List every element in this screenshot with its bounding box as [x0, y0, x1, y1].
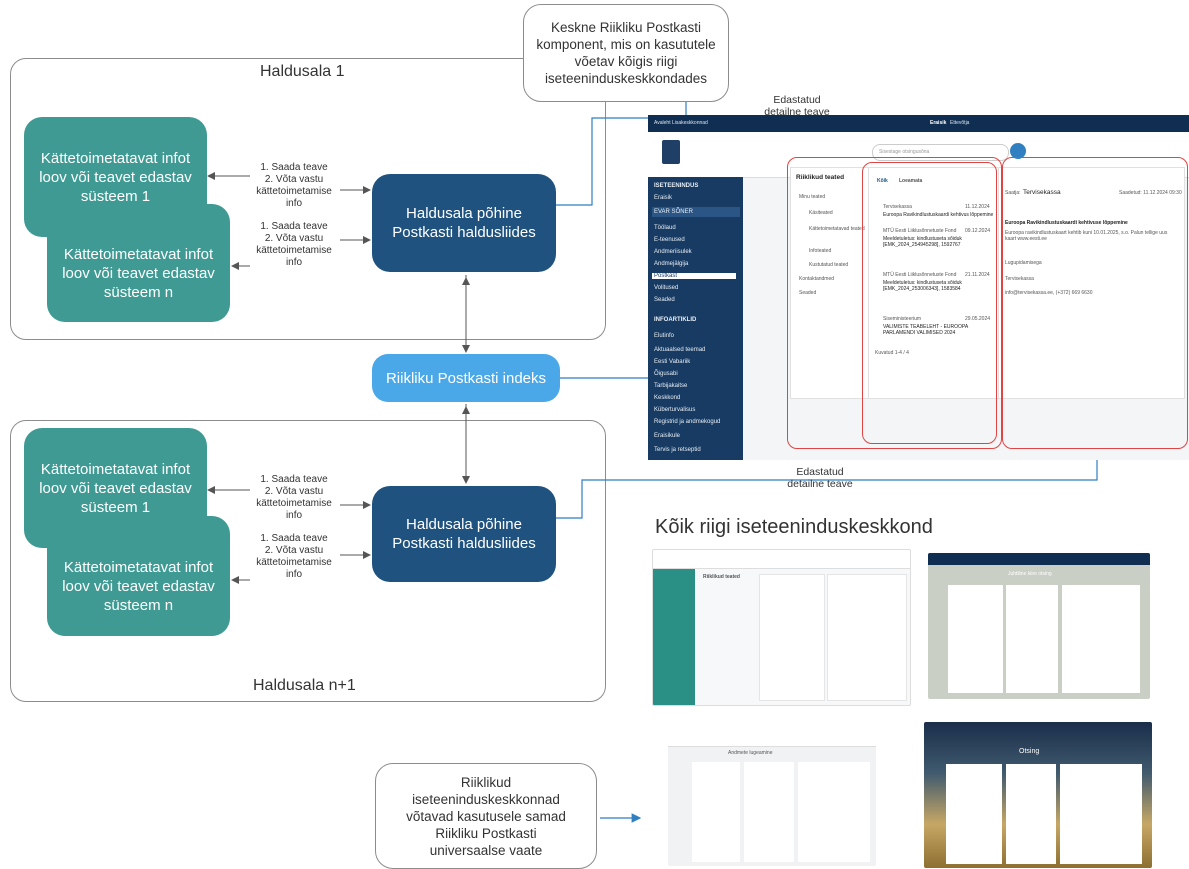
- central-component-text: Keskne Riikliku Postkasti komponent, mis…: [536, 20, 716, 86]
- sidebar-info-item[interactable]: Keskkond: [654, 395, 681, 401]
- sidebar-info-sub: Elutinfo: [654, 333, 675, 339]
- portal-detail-card: Saatja: Tervisekassa Saadetud: 11.12.202…: [998, 167, 1185, 399]
- detail-body: Euroopa ravikindlustuskaart kehtib kuni …: [1005, 230, 1168, 242]
- sidebar-user[interactable]: EVAR SÕNER: [652, 207, 740, 217]
- thumb-3-title: Andmete lugeamine: [728, 750, 773, 756]
- nav-item-kattetoimetatavad[interactable]: Kättetoimetatavad teated: [809, 226, 865, 232]
- portal-tab-eraisik[interactable]: Eraisik: [930, 120, 947, 126]
- sidebar-item-postkast[interactable]: Postkast: [652, 273, 736, 279]
- nav-item-minu-teated[interactable]: Minu teated: [799, 194, 826, 200]
- list-item-date: 29.05.2024: [965, 316, 991, 322]
- sidebar-info-item[interactable]: Tarbijakaitse: [654, 383, 688, 389]
- list-item-sender: MTÜ Eesti Liiklusõnnetuste Fond: [883, 272, 957, 278]
- universal-view-callout: Riiklikud iseteeninduskeskkonnad võtavad…: [375, 763, 597, 869]
- highlight-detail: [1002, 157, 1188, 449]
- interface-box-bottom: Haldusala põhine Postkasti haldusliides: [372, 486, 556, 582]
- portal-topbar: Avaleht Lisakeskkonnad Eraisik Ettevõtja: [648, 115, 1189, 132]
- list-item-title[interactable]: Euroopa Ravikindlustuskaardi kehtivus lõ…: [883, 212, 994, 218]
- sidebar-info-title: INFOARTIKLID: [654, 317, 697, 323]
- detail-sender-label: Saatja:: [1005, 190, 1021, 196]
- list-item-sender: MTÜ Eesti Liiklusõnnetuste Fond: [883, 228, 957, 234]
- nav-item-kasiteated[interactable]: Käsiteated: [809, 210, 833, 216]
- thumb-4-title: Otsing: [1019, 748, 1040, 755]
- sidebar-item-andmeriisulek[interactable]: Andmeriisulek: [654, 249, 692, 255]
- flow-label-bottom-2: 1. Saada teave 2. Võta vastu kättetoimet…: [256, 533, 332, 580]
- sidebar-item-eteenused[interactable]: E-teenused: [654, 237, 685, 243]
- nav-item-kontaktandmed[interactable]: Kontaktandmed: [799, 276, 835, 282]
- nav-item-seaded[interactable]: Seaded: [799, 290, 817, 296]
- postkast-index-box: Riikliku Postkasti indeks: [372, 354, 560, 402]
- portal-tab-ettevotja[interactable]: Ettevõtja: [950, 120, 970, 126]
- forwarded-label-bottom: Edastatud detailne teave: [787, 466, 853, 490]
- region-title-haldusala-n1: Haldusala n+1: [253, 677, 356, 694]
- system-1-label-bottom: Kättetoimetatavat infot loov või teavet …: [39, 460, 192, 516]
- sidebar-item-seaded[interactable]: Seaded: [654, 297, 675, 303]
- portal-search-placeholder: Sisestage otsingusõna: [879, 149, 930, 155]
- portal-topbar-left: Avaleht Lisakeskkonnad: [654, 120, 708, 126]
- detail-sign1: Lugupidamisega: [1005, 260, 1042, 266]
- list-footer: Kuvatud 1-4 / 4: [875, 350, 909, 356]
- nav-item-kustutatud[interactable]: Kustutatud teated: [809, 262, 849, 268]
- list-tab-loeamata[interactable]: Loeamata: [899, 178, 923, 184]
- central-component-callout: Keskne Riikliku Postkasti komponent, mis…: [523, 4, 729, 102]
- interface-box-top: Haldusala põhine Postkasti haldusliides: [372, 174, 556, 272]
- flow-label-bottom-1: 1. Saada teave 2. Võta vastu kättetoimet…: [256, 474, 332, 521]
- detail-title: Euroopa Ravikindlustuskaardi kehtivuse l…: [1005, 220, 1128, 226]
- sidebar-info-item[interactable]: Eraisikule: [654, 433, 681, 439]
- sidebar-info-item[interactable]: Registrid ja andmekogud: [654, 419, 721, 425]
- gallery-heading: Kõik riigi iseteeninduskeskkond: [655, 516, 933, 538]
- list-item-date: 21.11.2024: [965, 272, 990, 278]
- sidebar-info-item[interactable]: Eesti Vabariik: [654, 359, 691, 365]
- sidebar-info-item[interactable]: Aktuaalsed teemad: [654, 347, 706, 353]
- system-1-label-top: Kättetoimetatavat infot loov või teavet …: [39, 149, 192, 205]
- portal-search-input[interactable]: Sisestage otsingusõna: [872, 144, 1009, 161]
- thumbnail-2: Juhtiline kiire otsing: [928, 553, 1150, 699]
- flow-label-top-2: 1. Saada teave 2. Võta vastu kättetoimet…: [256, 221, 332, 268]
- sidebar-info-item[interactable]: Küberturvalisus: [654, 407, 696, 413]
- detail-contact: info@tervisekassa.ee, (+372) 669 6630: [1005, 290, 1093, 296]
- universal-view-text: Riiklikud iseteeninduskeskkonnad võtavad…: [406, 774, 566, 858]
- detail-sent: Saadetud: 11.12.2024 09:30: [1119, 190, 1182, 196]
- flow-label-top-1: 1. Saada teave 2. Võta vastu kättetoimet…: [256, 162, 332, 209]
- portal-logo-icon: [662, 140, 680, 164]
- sidebar-role[interactable]: Eraisik: [654, 195, 673, 201]
- sidebar-item-andmejalgija[interactable]: Andmejälgija: [654, 261, 689, 267]
- list-item-title[interactable]: VALIMISTE TEABELEHT - EUROOPA PARLAMENDI…: [883, 324, 968, 336]
- region-title-haldusala-1: Haldusala 1: [260, 63, 345, 80]
- detail-sender: Tervisekassa: [1023, 189, 1061, 196]
- highlight-list: [862, 162, 997, 444]
- portal-screenshot: Avaleht Lisakeskkonnad Eraisik Ettevõtja…: [648, 115, 1189, 460]
- list-item-sender: Tervisekassa: [883, 204, 912, 210]
- sidebar-item-toolaud[interactable]: Töölaud: [654, 225, 676, 231]
- sidebar-item-volitused[interactable]: Volitused: [654, 285, 679, 291]
- list-tab-koik[interactable]: Kõik: [877, 178, 888, 184]
- detail-sign2: Tervisekassa: [1005, 276, 1034, 282]
- highlight-nav: [787, 157, 1002, 449]
- interface-label-bottom: Haldusala põhine Postkasti haldusliides: [392, 516, 536, 552]
- thumbnail-3: Andmete lugeamine: [668, 730, 876, 866]
- sidebar-title: ISETEENINDUS: [654, 183, 699, 189]
- sidebar-info-item[interactable]: Tervis ja retseptid: [654, 447, 701, 453]
- portal-list-card: Kõik Loeamata Tervisekassa 11.12.2024 Eu…: [868, 167, 1000, 399]
- list-item-sender: Siseministeerium: [883, 316, 922, 322]
- nav-item-infoteated[interactable]: Infoteated: [809, 248, 832, 254]
- sidebar-info-item[interactable]: Õigusabi: [654, 371, 678, 377]
- postkast-index-label: Riikliku Postkasti indeks: [385, 369, 547, 387]
- thumb-2-title: Juhtiline kiire otsing: [1008, 571, 1052, 577]
- thumbnail-1: Riiklikud teated: [652, 549, 911, 706]
- system-n-box-bottom: Kättetoimetatavat infot loov või teavet …: [47, 516, 230, 636]
- list-item-title[interactable]: Meeldetuletus: kindlustuseta sõiduk [EMK…: [883, 280, 962, 292]
- system-n-label-bottom: Kättetoimetatavat infot loov või teavet …: [62, 558, 215, 614]
- portal-search-button[interactable]: [1010, 143, 1026, 159]
- system-n-label-top: Kättetoimetatavat infot loov või teavet …: [62, 245, 215, 301]
- list-item-date: 11.12.2024: [965, 204, 990, 210]
- list-item-date: 09.12.2024: [965, 228, 991, 234]
- thumbnail-4: Otsing: [924, 722, 1152, 868]
- interface-label-top: Haldusala põhine Postkasti haldusliides: [392, 205, 536, 241]
- portal-sidebar: ISETEENINDUS Eraisik EVAR SÕNER Töölaud …: [648, 177, 743, 460]
- nav-title: Riiklikud teated: [796, 174, 845, 181]
- list-item-title[interactable]: Meeldetuletus: kindlustuseta sõiduk [EMK…: [883, 236, 962, 248]
- thumb-1-title: Riiklikud teated: [703, 574, 740, 580]
- system-n-box-top: Kättetoimetatavat infot loov või teavet …: [47, 204, 230, 322]
